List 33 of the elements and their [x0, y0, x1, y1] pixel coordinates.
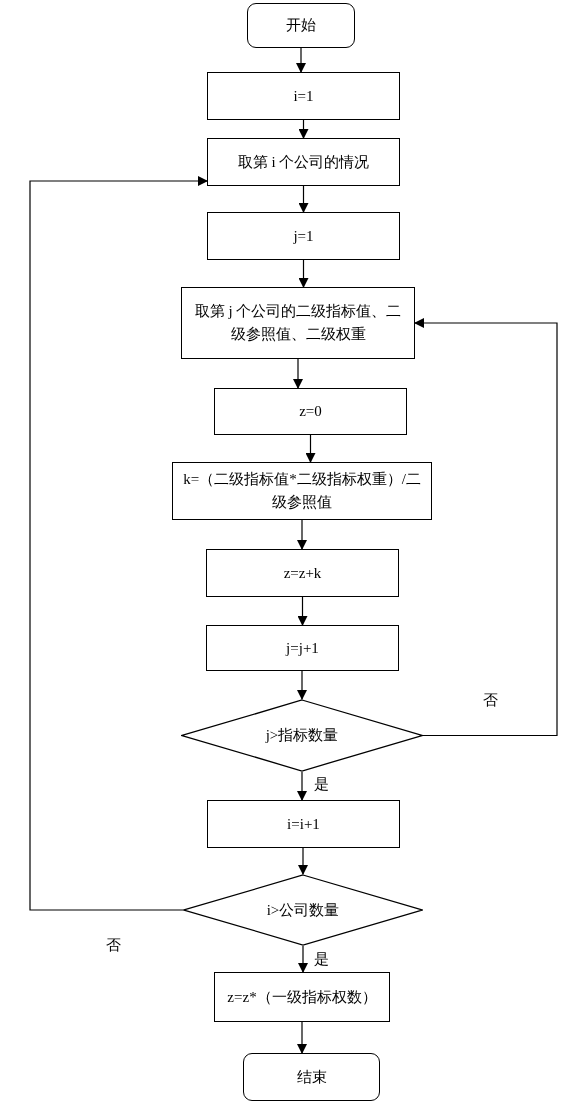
process-box: j=j+1 — [206, 625, 399, 671]
process-box: z=0 — [214, 388, 407, 435]
process-box: j=1 — [207, 212, 400, 260]
arrow — [297, 596, 308, 626]
decision-diamond: j>指标数量 — [181, 699, 423, 772]
arrow — [293, 358, 303, 389]
arrow — [298, 259, 309, 288]
arrow — [297, 519, 307, 550]
process-box: 取第 j 个公司的二级指标值、二级参照值、二级权重 — [181, 287, 415, 359]
arrow — [296, 47, 306, 73]
arrow — [298, 185, 309, 213]
edge-label: 否 — [482, 692, 499, 709]
arrow — [29, 176, 208, 911]
arrow — [297, 670, 307, 700]
arrow — [297, 1021, 307, 1054]
process-box: k=（二级指标值*二级指标权重）/二级参照值 — [172, 462, 432, 520]
terminal-box: 结束 — [243, 1053, 380, 1101]
process-box: 取第 i 个公司的情况 — [207, 138, 400, 186]
arrow — [297, 771, 307, 801]
decision-diamond: i>公司数量 — [183, 874, 423, 946]
edge-label: 否 — [105, 937, 122, 954]
terminal-box: 开始 — [247, 3, 355, 48]
process-box: i=1 — [207, 72, 400, 120]
edge-label: 是 — [313, 776, 330, 793]
arrow — [414, 318, 558, 737]
edge-label: 是 — [313, 951, 330, 968]
arrow — [298, 945, 308, 973]
arrow — [298, 119, 309, 139]
process-box: z=z+k — [206, 549, 399, 597]
arrow — [298, 847, 308, 875]
process-box: z=z*（一级指标权数） — [214, 972, 390, 1022]
arrow — [305, 434, 316, 463]
process-box: i=i+1 — [207, 800, 400, 848]
